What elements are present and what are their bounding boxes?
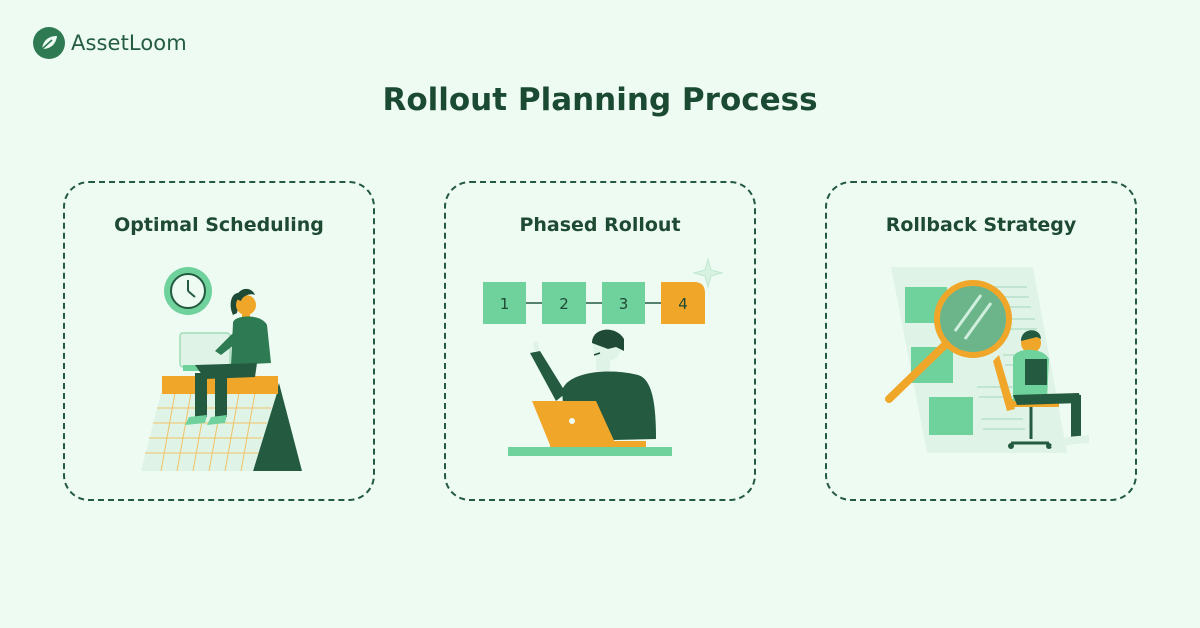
step-4: 4 xyxy=(661,282,705,324)
svg-text:4: 4 xyxy=(678,295,688,313)
calendar-clock-person-icon xyxy=(141,267,302,472)
card-title: Optimal Scheduling xyxy=(114,214,324,236)
card-optimal-scheduling: Optimal Scheduling xyxy=(63,181,375,501)
card-phased-rollout: Phased Rollout 1 2 3 4 xyxy=(444,181,756,501)
step-3: 3 xyxy=(602,282,645,324)
brand-logo[interactable]: AssetLoom xyxy=(33,27,187,59)
sparkle-icon xyxy=(692,257,724,289)
card-rollback-strategy: Rollback Strategy xyxy=(825,181,1137,501)
magnifier-document-person-icon xyxy=(885,267,1089,453)
svg-text:3: 3 xyxy=(619,295,629,313)
card-title: Phased Rollout xyxy=(519,214,681,236)
brand-name: AssetLoom xyxy=(71,31,187,55)
step-1: 1 xyxy=(483,282,526,324)
illustration-rollback-strategy xyxy=(827,243,1139,483)
illustration-scheduling xyxy=(65,243,377,483)
page-title: Rollout Planning Process xyxy=(382,82,818,118)
illustration-phased-rollout: 1 2 3 4 xyxy=(446,243,758,483)
card-title: Rollback Strategy xyxy=(885,214,1077,236)
leaf-logo-icon xyxy=(33,27,65,59)
svg-text:1: 1 xyxy=(500,295,510,313)
svg-text:2: 2 xyxy=(559,295,569,313)
step-2: 2 xyxy=(542,282,586,324)
laptop-person-steps-icon: 1 2 3 4 xyxy=(483,257,724,456)
